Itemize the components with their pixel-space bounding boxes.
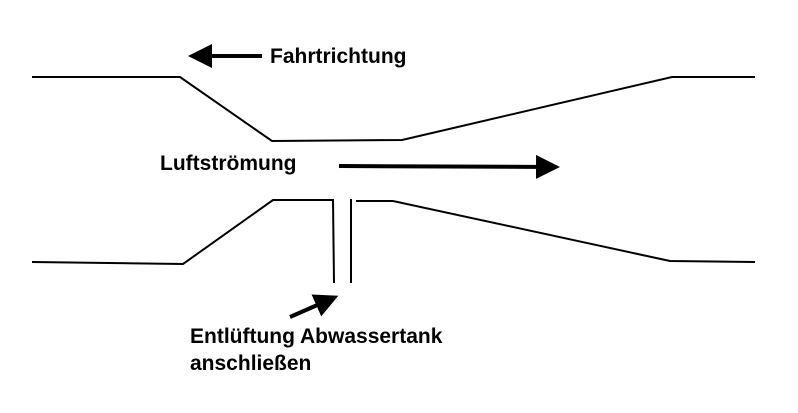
lower-wall-right-section bbox=[356, 200, 756, 263]
direction-label: Fahrtrichtung bbox=[270, 45, 407, 68]
vent-label-line1: Entlüftung Abwassertank bbox=[190, 325, 443, 348]
vent-label-line2: anschließen bbox=[190, 352, 311, 375]
vent-arrow bbox=[289, 294, 339, 319]
upper-wall bbox=[32, 76, 755, 143]
airflow-arrow bbox=[338, 154, 560, 179]
airflow-label: Luftströmung bbox=[160, 152, 296, 175]
lower-wall-left bbox=[31, 199, 335, 284]
